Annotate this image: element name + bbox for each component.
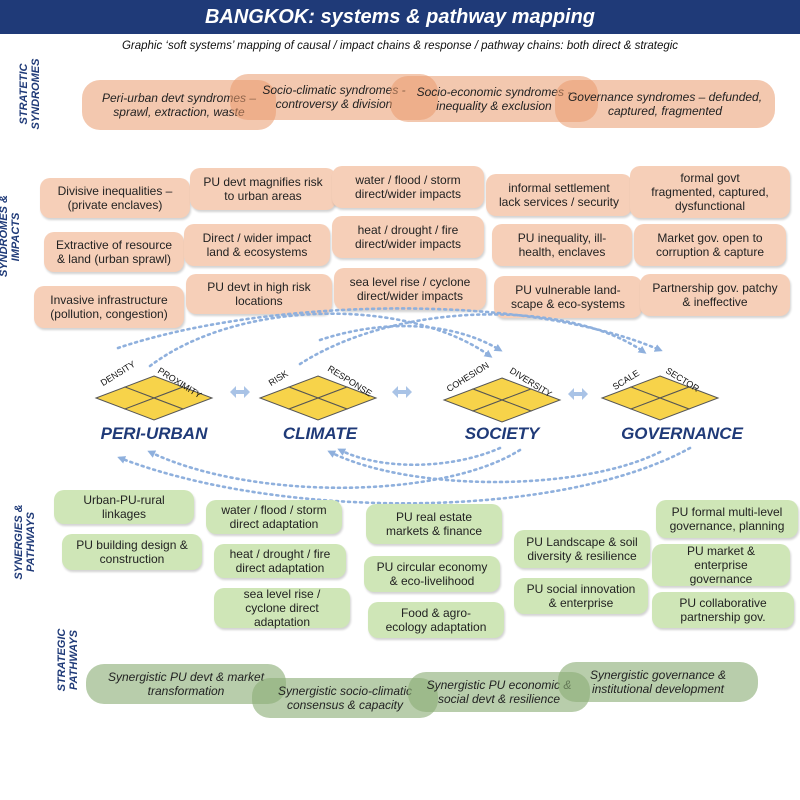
arc-bottom-society-to-peri-urban bbox=[147, 448, 522, 490]
diamond-climate-3 bbox=[287, 397, 349, 421]
impact-partnership-gov: Partnership gov. patchy& ineffective bbox=[640, 274, 790, 316]
arc-bottom-governance-to-climate bbox=[327, 450, 662, 484]
arc-bottom-society-to-climate bbox=[337, 446, 502, 467]
arrow-peri-urban-climate bbox=[230, 386, 250, 398]
arc-top-peri-urban-to-governance bbox=[116, 307, 663, 352]
node-label-peri-urban: PERI-URBAN bbox=[100, 424, 208, 443]
link-arrows bbox=[230, 386, 588, 400]
title-bar: BANGKOK: systems & pathway mapping bbox=[0, 0, 800, 34]
arrow-climate-society bbox=[392, 386, 412, 398]
impact-pu-vulnerable-landscape: PU vulnerable land-scape & eco-systems bbox=[494, 276, 642, 318]
node-label-climate: CLIMATE bbox=[282, 424, 358, 443]
synergy-pu-circular-economy: PU circular economy& eco-livelihood bbox=[364, 556, 500, 592]
arc-top-peri-urban-to-society bbox=[148, 312, 493, 368]
impact-pu-inequality: PU inequality, ill-health, enclaves bbox=[492, 224, 632, 266]
page-title: BANGKOK: systems & pathway mapping bbox=[204, 5, 596, 28]
arrow-society-governance bbox=[568, 388, 588, 400]
impact-divisive-inequalities: Divisive inequalities –(private enclaves… bbox=[40, 178, 190, 218]
impact-invasive-infrastructure: Invasive infrastructure(pollution, conge… bbox=[34, 286, 184, 328]
diamond-cluster-governance bbox=[600, 375, 720, 421]
diamond-cluster-climate bbox=[258, 375, 378, 421]
diamond-cluster-society bbox=[442, 377, 562, 423]
synergy-pu-building-design: PU building design &construction bbox=[62, 534, 202, 570]
synergy-pu-social-innovation: PU social innovation& enterprise bbox=[514, 578, 648, 614]
pathway-governance-institutional: Synergistic governance &institutional de… bbox=[558, 662, 758, 702]
node-label-governance: GOVERNANCE bbox=[621, 424, 743, 443]
node-label-society: SOCIETY bbox=[464, 424, 540, 443]
impact-extractive-resource: Extractive of resource& land (urban spra… bbox=[44, 232, 184, 272]
syndrome-governance: Governance syndromes – defunded,captured… bbox=[555, 80, 775, 128]
arc-top-climate-to-society bbox=[318, 324, 503, 352]
arc-top-climate-to-governance bbox=[298, 313, 647, 366]
diamond-cluster-peri-urban bbox=[94, 375, 214, 421]
page-subtitle: Graphic ‘soft systems’ mapping of causal… bbox=[121, 40, 679, 52]
diamond-society-3 bbox=[471, 399, 533, 423]
diamond-governance-3 bbox=[629, 397, 691, 421]
synergy-food-agro-ecology: Food & agro-ecology adaptation bbox=[368, 602, 504, 638]
diamond-peri-urban-3 bbox=[123, 397, 185, 421]
arc-bottom-governance-to-peri-urban bbox=[117, 446, 692, 505]
